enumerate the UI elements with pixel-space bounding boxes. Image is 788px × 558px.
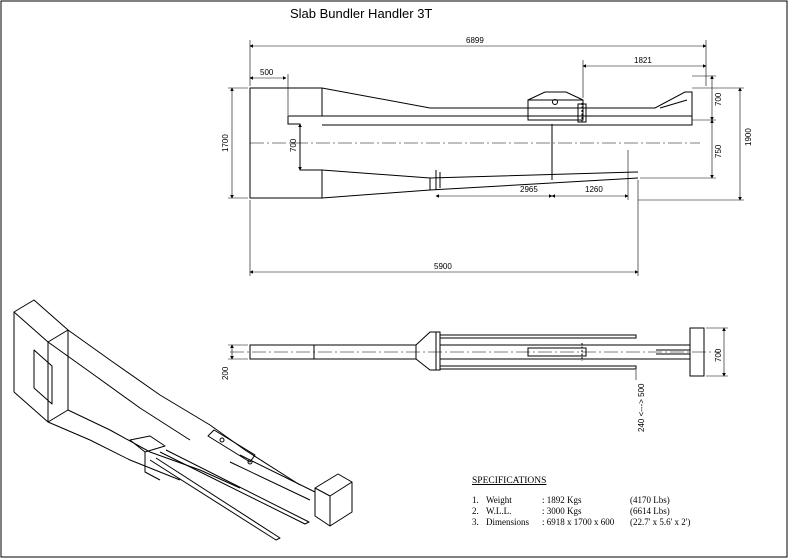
spec-imperial: (4170 Lbs) (630, 495, 670, 505)
spec-value: : 6918 x 1700 x 600 (542, 517, 615, 527)
dim-1260: 1260 (585, 185, 603, 194)
dim-overall: 6899 (466, 36, 484, 45)
side-view-dimensions (228, 327, 728, 380)
spec-row: 1. Weight : 1892 Kgs (4170 Lbs) (472, 495, 690, 506)
spec-value: : 3000 Kgs (542, 506, 582, 516)
spec-num: 3. (472, 517, 479, 527)
spec-label: Weight (486, 495, 512, 505)
dim-stroke-240-500: 240 <---> 500 (637, 383, 646, 432)
spec-row: 3. Dimensions : 6918 x 1700 x 600 (22.7'… (472, 517, 690, 528)
top-view-dimensions (228, 40, 744, 276)
spec-row: 2. W.L.L. : 3000 Kgs (6614 Lbs) (472, 506, 690, 517)
dim-inner-700: 700 (289, 138, 298, 152)
spec-label: W.L.L. (486, 506, 512, 516)
spec-num: 2. (472, 506, 479, 516)
dim-side-700: 700 (714, 348, 723, 362)
dim-left-500: 500 (260, 68, 274, 77)
dim-2965: 2965 (520, 185, 538, 194)
dim-bottom-5900: 5900 (434, 262, 452, 271)
top-view (249, 87, 700, 199)
dim-right-1821: 1821 (634, 56, 652, 65)
specifications-heading: SPECIFICATIONS (472, 476, 547, 486)
dim-right-750: 750 (714, 144, 723, 158)
dim-height-1700: 1700 (221, 134, 230, 152)
side-view (230, 327, 720, 377)
dim-right-700: 700 (714, 92, 723, 106)
dim-side-200: 200 (221, 366, 230, 380)
spec-value: : 1892 Kgs (542, 495, 582, 505)
spec-num: 1. (472, 495, 479, 505)
dim-total-1900: 1900 (744, 128, 753, 146)
spec-imperial: (6614 Lbs) (630, 506, 670, 516)
isometric-view (13, 299, 353, 541)
specifications-block: SPECIFICATIONS 1. Weight : 1892 Kgs (417… (472, 476, 690, 528)
spec-label: Dimensions (486, 517, 530, 527)
spec-imperial: (22.7' x 5.6' x 2') (630, 517, 691, 527)
drawing-title: Slab Bundler Handler 3T (290, 6, 433, 21)
